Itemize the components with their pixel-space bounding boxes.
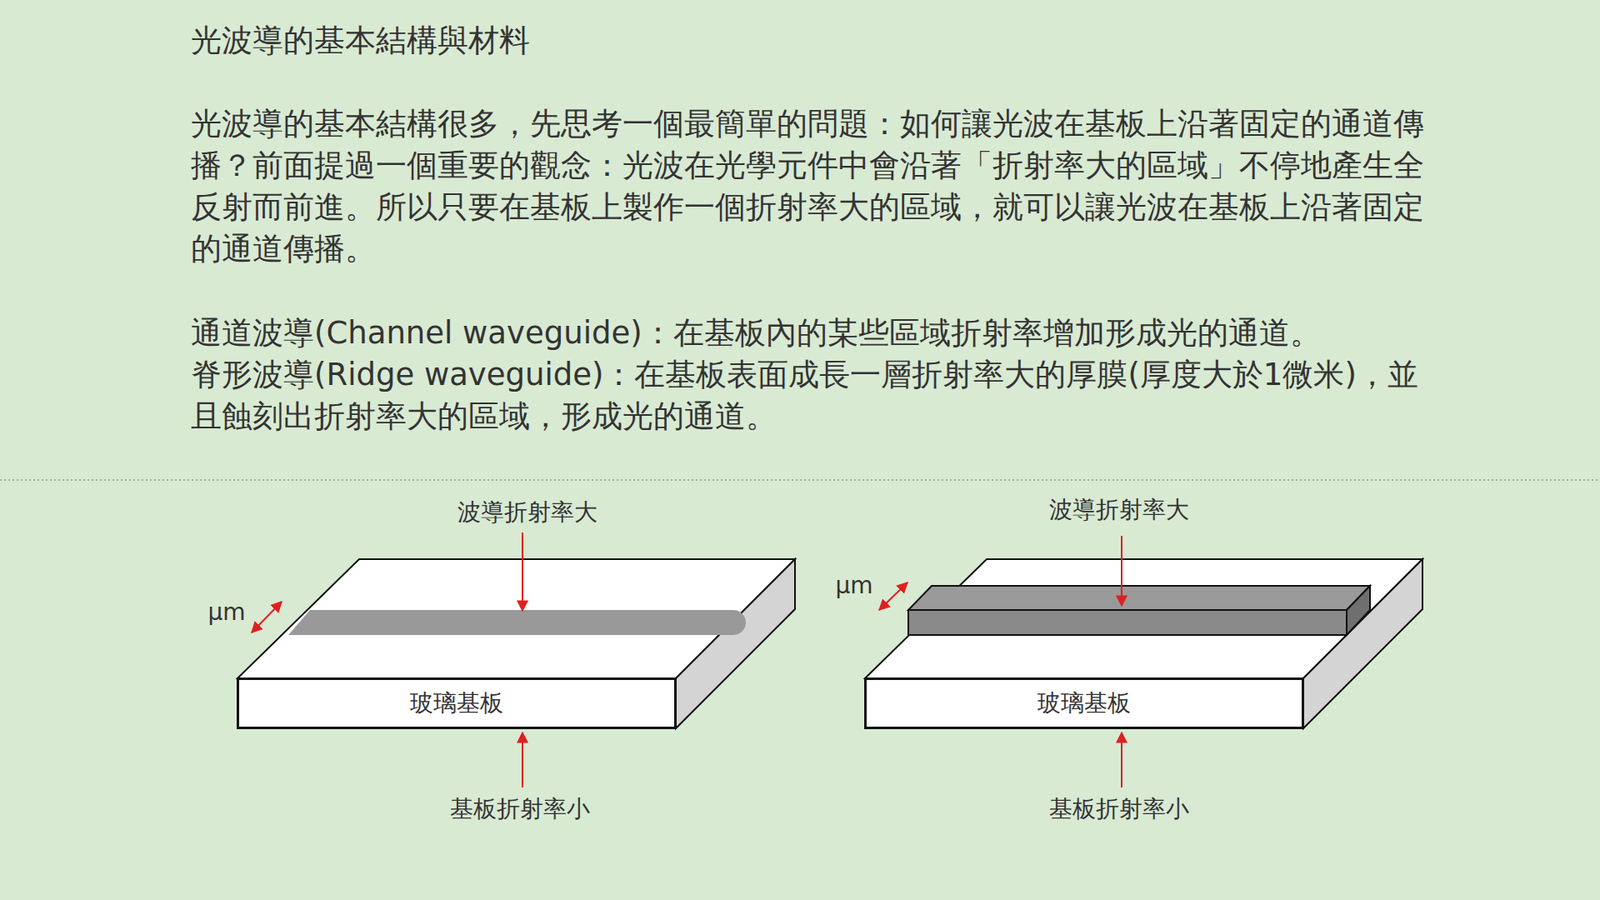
dimension-arrow xyxy=(251,601,282,633)
definition-text: 脊形波導(Ridge waveguide)：在基板表面成長一層折射率大的厚膜(厚… xyxy=(190,354,1425,438)
dimension-arrow xyxy=(879,582,908,610)
channel-waveguide xyxy=(288,610,746,635)
leader-arrow xyxy=(521,532,524,611)
leader-arrow xyxy=(521,732,524,788)
slide-title: 光波導的基本結構與材料 xyxy=(190,20,1425,62)
callout-label: 基板折射率小 xyxy=(450,795,590,824)
dimension-label: μm xyxy=(835,571,873,600)
definition-text: 通道波導(Channel waveguide)：在基板內的某些區域折射率增加形成… xyxy=(190,312,1425,355)
ridge-substrate xyxy=(865,559,1423,729)
substrate-face: 玻璃基板 xyxy=(237,678,676,729)
divider-line xyxy=(0,479,1600,481)
body-paragraph: 光波導的基本結構很多，先思考一個最簡單的問題：如何讓光波在基板上沿著固定的通道傳… xyxy=(190,103,1425,270)
dimension-label: μm xyxy=(207,598,245,627)
ridge-waveguide xyxy=(908,585,1370,635)
leader-arrow xyxy=(1120,535,1123,606)
callout-label: 波導折射率大 xyxy=(457,498,598,527)
leader-arrow xyxy=(1120,732,1123,788)
substrate-label: 玻璃基板 xyxy=(410,689,504,718)
substrate-face: 玻璃基板 xyxy=(865,678,1304,729)
callout-label: 基板折射率小 xyxy=(1049,795,1190,824)
channel-substrate xyxy=(237,559,795,729)
callout-label: 波導折射率大 xyxy=(1049,495,1190,525)
substrate-label: 玻璃基板 xyxy=(1037,689,1131,718)
